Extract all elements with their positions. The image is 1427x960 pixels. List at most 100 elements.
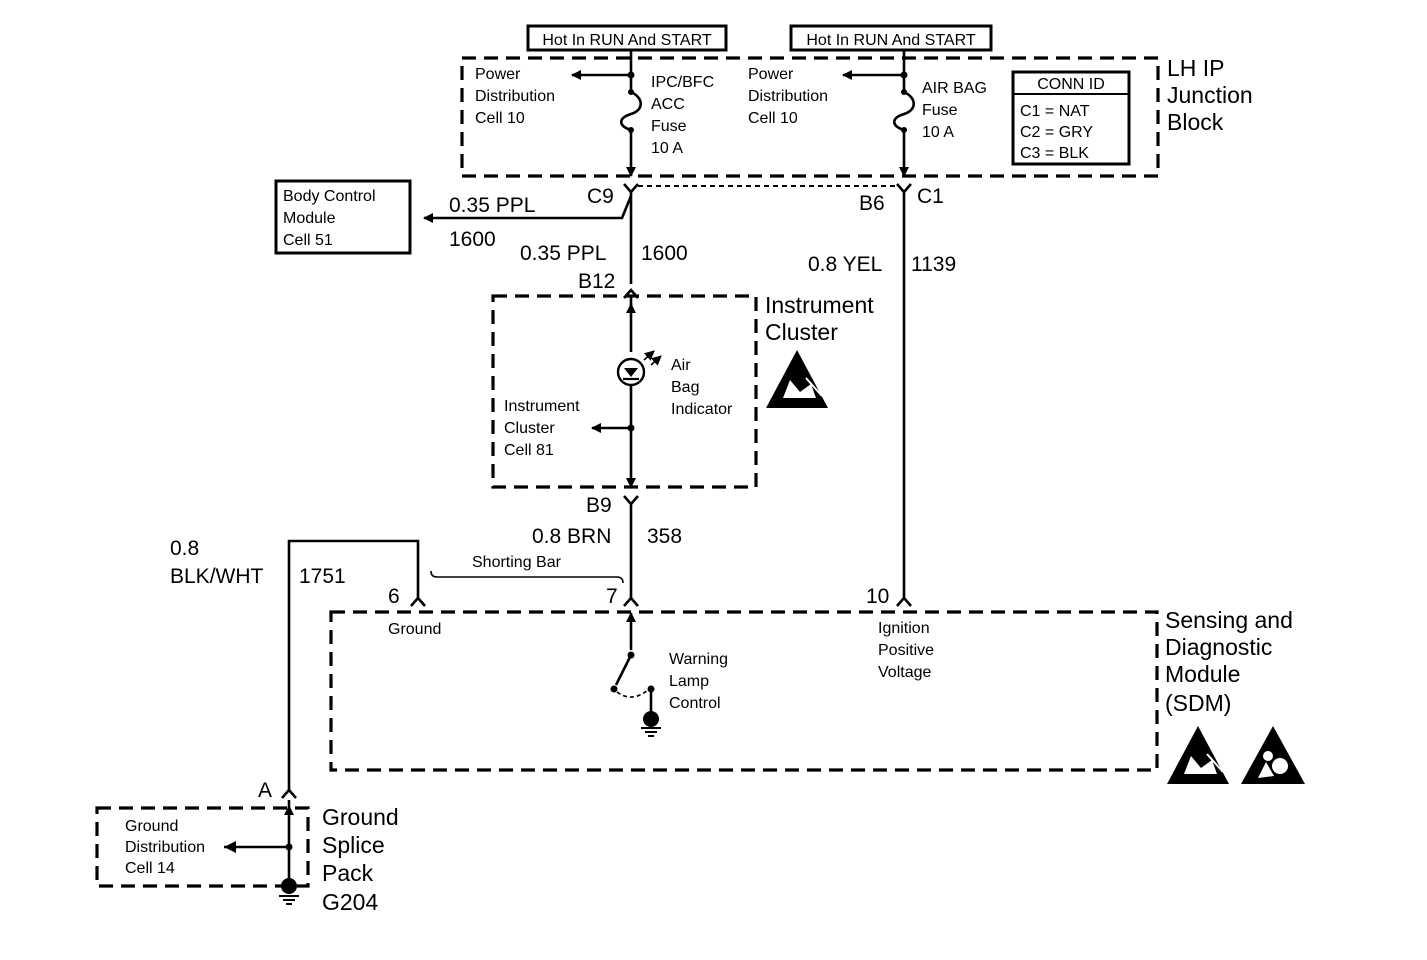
bcm-circuit: 1600 <box>449 228 496 251</box>
sdm-pin-7: 7 <box>606 585 618 608</box>
instrument-cluster-title-1: Instrument <box>765 292 874 318</box>
fuse-right-1: AIR BAG <box>922 80 987 97</box>
ground-splice-title-3: Pack <box>322 860 374 886</box>
fuse-left-2: ACC <box>651 96 685 113</box>
connector-b6 <box>896 183 912 194</box>
instrument-cluster-outline <box>491 294 758 489</box>
fuse-icon-left <box>619 89 643 133</box>
blk-circuit: 1751 <box>299 565 346 588</box>
ground-splice-title-4: G204 <box>322 889 378 915</box>
cluster-cell-2: Cluster <box>504 420 555 437</box>
bcm-label-2: Module <box>283 210 336 227</box>
sdm-ignition-3: Voltage <box>878 664 931 681</box>
fuse-icon-right <box>892 89 916 133</box>
cluster-cell-1: Instrument <box>504 398 580 415</box>
pd-left-2: Distribution <box>475 88 555 105</box>
conn-id-row-3: C3 = BLK <box>1020 145 1089 162</box>
sdm-ignition-1: Ignition <box>878 620 930 637</box>
shorting-bar-label: Shorting Bar <box>472 554 562 571</box>
fuse-right-2: Fuse <box>922 102 958 119</box>
junction-block-title-2: Junction <box>1167 82 1253 108</box>
fuse-left-4: 10 A <box>651 140 683 157</box>
power-header-left: Hot In RUN And START <box>526 24 728 52</box>
wire-ppl-bcm <box>423 195 633 223</box>
power-header-right: Hot In RUN And START <box>789 24 993 52</box>
fuse-left-1: IPC/BFC <box>651 74 714 91</box>
ground-cell-3: Cell 14 <box>125 860 175 877</box>
connector-b9 <box>623 495 639 506</box>
sdm-pin-6: 6 <box>388 585 400 608</box>
ground-cell-2: Distribution <box>125 839 205 856</box>
pin-b9: B9 <box>586 494 612 517</box>
esd-warning-icon-sdm <box>1167 726 1229 784</box>
sdm-pin-10: 10 <box>866 585 889 608</box>
lamp-icon <box>616 350 662 387</box>
brn-circuit: 358 <box>647 525 682 548</box>
connector-c9 <box>623 183 639 194</box>
airbag-warning-icon <box>1241 726 1305 784</box>
junction-block-title-3: Block <box>1167 109 1224 135</box>
indicator-label-2: Bag <box>671 379 699 396</box>
bcm-wire-color: 0.35 PPL <box>449 194 535 217</box>
sdm-title-3: Module <box>1165 661 1240 687</box>
sdm-ignition-2: Positive <box>878 642 934 659</box>
blk-wire-color-2: BLK/WHT <box>170 565 264 588</box>
blk-wire-color-1: 0.8 <box>170 537 199 560</box>
connector-a <box>281 788 297 799</box>
cluster-cell-3: Cell 81 <box>504 442 554 459</box>
brn-wire-color: 0.8 BRN <box>532 525 611 548</box>
sdm-title-1: Sensing and <box>1165 607 1293 633</box>
sdm-title-4: (SDM) <box>1165 690 1231 716</box>
yel-circuit: 1139 <box>911 253 956 276</box>
body-control-module-box: Body Control Module Cell 51 <box>274 179 412 255</box>
pin-b12: B12 <box>578 270 615 293</box>
ground-symbol-icon <box>279 878 299 905</box>
sdm-warning-3: Control <box>669 695 721 712</box>
pd-right-2: Distribution <box>748 88 828 105</box>
pin-b6: B6 <box>859 192 885 215</box>
bcm-label-3: Cell 51 <box>283 232 333 249</box>
power-header-left-text: Hot In RUN And START <box>542 32 711 49</box>
ground-cell-1: Ground <box>125 818 178 835</box>
indicator-label-1: Air <box>671 357 691 374</box>
conn-id-row-2: C2 = GRY <box>1020 124 1093 141</box>
fuse-right-3: 10 A <box>922 124 954 141</box>
conn-id-title: CONN ID <box>1037 76 1105 93</box>
ground-splice-outline <box>95 806 310 888</box>
ground-splice-title-2: Splice <box>322 832 385 858</box>
pin-c1: C1 <box>917 185 944 208</box>
sdm-warning-1: Warning <box>669 651 728 668</box>
connector-pin-10 <box>896 596 912 607</box>
fuse-left-3: Fuse <box>651 118 687 135</box>
sdm-ground-label: Ground <box>388 621 441 638</box>
cluster-feed-circuit: 1600 <box>641 242 688 265</box>
power-header-right-text: Hot In RUN And START <box>806 32 975 49</box>
shorting-bar: Shorting Bar <box>430 554 624 584</box>
connector-pin-7 <box>623 596 639 607</box>
junction-block-title-1: LH IP <box>1167 55 1225 81</box>
switch-icon <box>610 651 655 698</box>
esd-warning-icon <box>766 350 828 408</box>
pd-right-3: Cell 10 <box>748 110 798 127</box>
pin-c9: C9 <box>587 185 614 208</box>
ground-splice-pin: A <box>258 779 272 802</box>
ground-splice-title-1: Ground <box>322 804 399 830</box>
conn-id-row-1: C1 = NAT <box>1020 103 1090 120</box>
ground-symbol-icon-sdm <box>641 711 661 737</box>
instrument-cluster-title-2: Cluster <box>765 319 838 345</box>
pd-left-3: Cell 10 <box>475 110 525 127</box>
sdm-title-2: Diagnostic <box>1165 634 1272 660</box>
conn-id-table: CONN ID C1 = NAT C2 = GRY C3 = BLK <box>1011 70 1131 166</box>
connector-pin-6 <box>410 596 426 607</box>
bcm-label-1: Body Control <box>283 188 376 205</box>
sdm-warning-2: Lamp <box>669 673 709 690</box>
sdm-outline <box>329 610 1159 772</box>
indicator-label-3: Indicator <box>671 401 733 418</box>
cluster-feed-wire-color: 0.35 PPL <box>520 242 606 265</box>
yel-wire-color: 0.8 YEL <box>808 253 882 276</box>
pd-left-1: Power <box>475 66 521 83</box>
wire-blk-wht <box>287 539 420 790</box>
pd-right-1: Power <box>748 66 794 83</box>
